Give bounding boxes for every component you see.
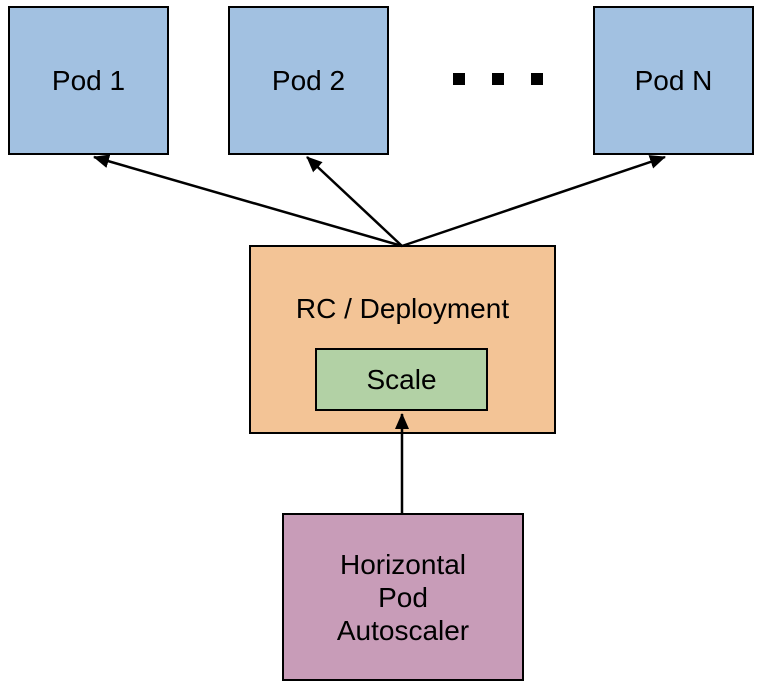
ellipsis-dot bbox=[492, 73, 504, 85]
ellipsis-dot bbox=[531, 73, 543, 85]
hpa-label-line-2: Pod bbox=[378, 581, 428, 613]
pod-1-box: Pod 1 bbox=[8, 6, 169, 155]
scale-box: Scale bbox=[315, 348, 488, 411]
pod-1-label: Pod 1 bbox=[51, 65, 126, 96]
rc-deployment-label: RC / Deployment bbox=[295, 293, 510, 324]
arrow-rc-to-podn bbox=[401, 155, 666, 248]
horizontal-pod-autoscaler-box: Horizontal Pod Autoscaler bbox=[282, 513, 524, 681]
arrow-rc-to-pod1 bbox=[93, 154, 403, 248]
hpa-label-line-1: Horizontal bbox=[339, 548, 467, 580]
pod-2-label: Pod 2 bbox=[271, 65, 346, 96]
ellipsis-dot bbox=[453, 73, 465, 85]
ellipsis-dots bbox=[453, 73, 543, 85]
scale-label: Scale bbox=[366, 364, 437, 395]
pod-2-box: Pod 2 bbox=[228, 6, 389, 155]
pod-n-box: Pod N bbox=[593, 6, 754, 155]
pod-n-label: Pod N bbox=[634, 65, 713, 96]
hpa-label-line-3: Autoscaler bbox=[336, 614, 470, 646]
arrow-rc-to-pod2 bbox=[306, 156, 403, 247]
